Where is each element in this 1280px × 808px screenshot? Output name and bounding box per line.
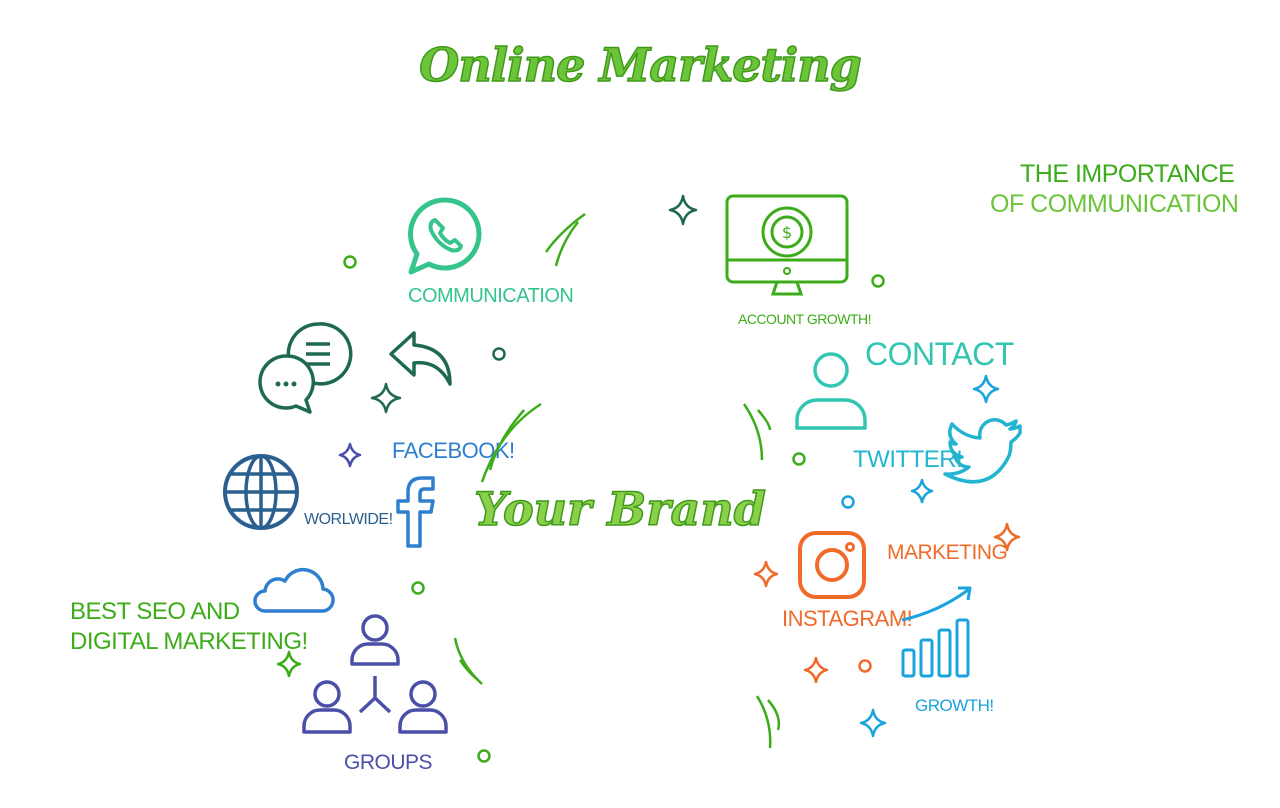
sparkle-icon — [668, 194, 698, 226]
sparkle-icon — [993, 522, 1021, 552]
dot-icon — [858, 659, 872, 673]
arc-line — [755, 695, 772, 749]
label-groups: GROUPS — [344, 751, 433, 774]
arc-line — [767, 699, 781, 731]
cloud-icon — [253, 567, 335, 613]
label-twitter: TWITTER! — [853, 446, 963, 473]
arc-line — [757, 409, 772, 431]
facebook-icon — [396, 476, 435, 548]
dot-icon — [411, 581, 425, 595]
dot-icon — [477, 749, 491, 763]
label-facebook: FACEBOOK! — [392, 438, 515, 463]
arc-line — [554, 221, 579, 267]
sparkle-icon — [972, 374, 1000, 404]
sparkle-icon — [910, 478, 934, 504]
sparkle-icon — [753, 560, 779, 588]
seo-line1: BEST SEO AND — [70, 598, 240, 625]
dot-icon — [492, 347, 506, 361]
page-title: Online Marketing — [418, 37, 862, 93]
dot-icon — [841, 495, 855, 509]
group-icon — [302, 614, 448, 734]
sparkle-icon — [803, 656, 829, 684]
label-worldwide: WORLWIDE! — [304, 511, 393, 528]
arc-line — [458, 659, 479, 681]
label-instagram: INSTAGRAM! — [782, 606, 913, 631]
label-growth: GROWTH! — [915, 696, 994, 715]
label-account-growth: ACCOUNT GROWTH! — [738, 311, 872, 327]
user-icon — [795, 352, 867, 430]
sparkle-icon — [276, 650, 302, 678]
dot-icon — [792, 452, 806, 466]
brand-text: Your Brand — [473, 481, 766, 537]
arc-line — [453, 637, 483, 685]
twitter-bird-icon — [943, 418, 1022, 484]
label-communication: COMMUNICATION — [408, 285, 574, 307]
seo-line2: DIGITAL MARKETING! — [70, 628, 308, 655]
sparkle-icon — [370, 382, 402, 414]
globe-icon — [223, 454, 299, 530]
label-contact: CONTACT — [865, 336, 1014, 372]
computer-dollar-icon: $ — [725, 194, 849, 296]
arc-line — [480, 402, 542, 483]
instagram-icon — [798, 531, 866, 599]
svg-text:$: $ — [782, 223, 792, 242]
bar-chart-icon — [901, 586, 972, 678]
dot-icon — [343, 255, 357, 269]
arc-line — [742, 403, 764, 461]
whatsapp-icon — [408, 197, 482, 275]
sparkle-icon — [338, 442, 362, 468]
sparkle-icon — [859, 708, 887, 738]
chat-bubbles-icon — [258, 322, 353, 414]
arc-line — [488, 409, 525, 471]
arc-line — [544, 212, 586, 253]
dot-icon — [871, 274, 885, 288]
reply-arrow-icon — [389, 331, 452, 386]
label-marketing: MARKETING — [887, 541, 1008, 564]
